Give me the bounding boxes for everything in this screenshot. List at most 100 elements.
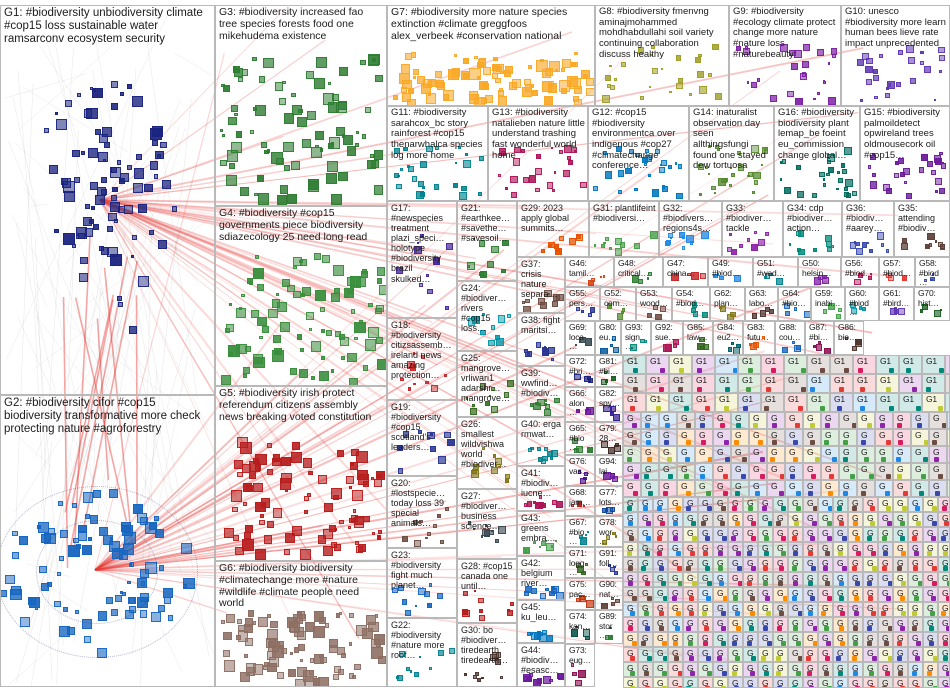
group-cell[interactable]: G…	[749, 446, 767, 463]
group-g19[interactable]: G19: #biodiversity #cop15 scotland's lea…	[387, 400, 457, 476]
group-cell[interactable]: G…	[698, 587, 713, 602]
group-cell[interactable]: G…	[908, 677, 923, 688]
group-cell[interactable]: G…	[638, 587, 653, 602]
group-cell[interactable]: G…	[929, 412, 947, 429]
group-cell[interactable]: G…	[908, 617, 923, 632]
group-cell[interactable]: G…	[848, 572, 863, 587]
group-cell[interactable]: G…	[659, 463, 677, 480]
group-cell[interactable]: G…	[857, 429, 875, 446]
group-cell[interactable]: G1…	[715, 374, 738, 393]
group-g20[interactable]: G20: #lostspecie… today loss 39 special …	[387, 476, 457, 548]
group-cell[interactable]: G…	[911, 412, 929, 429]
group-g33[interactable]: G33: #biodiver… tackle	[722, 201, 783, 257]
group-cell[interactable]: G1…	[899, 355, 922, 374]
group-cell[interactable]: G…	[803, 412, 821, 429]
group-cell[interactable]: G…	[857, 412, 875, 429]
group-g86[interactable]: G86: bio…	[834, 321, 864, 355]
group-cell[interactable]: G…	[938, 542, 950, 557]
group-cell[interactable]: G…	[938, 557, 950, 572]
group-cell[interactable]: G…	[878, 572, 893, 587]
group-cell[interactable]: G1…	[807, 393, 830, 412]
group-cell[interactable]: G…	[731, 429, 749, 446]
group-g24[interactable]: G24: #biodiver… rivers #cop15 loss…	[457, 281, 517, 351]
group-g63[interactable]: G63: labo…	[745, 287, 778, 321]
group-g67[interactable]: G67: #bio…	[565, 516, 595, 547]
group-cell[interactable]: G…	[668, 527, 683, 542]
group-cell[interactable]: G…	[773, 557, 788, 572]
group-cell[interactable]: G…	[677, 480, 695, 497]
group-g28[interactable]: G28: #cop15 canada one until…	[457, 559, 517, 623]
group-cell[interactable]: G1…	[715, 355, 738, 374]
group-cell[interactable]: G…	[878, 602, 893, 617]
group-cell[interactable]: G…	[893, 480, 911, 497]
group-g32[interactable]: G32: #biodivers… regions4s…	[659, 201, 722, 257]
group-cell[interactable]: G…	[668, 587, 683, 602]
group-g83[interactable]: G83: futu…	[743, 321, 775, 355]
group-cell[interactable]: G…	[638, 617, 653, 632]
group-g55[interactable]: G55: pers…	[565, 287, 600, 321]
group-cell[interactable]: G…	[863, 527, 878, 542]
group-cell[interactable]: G…	[923, 572, 938, 587]
group-cell[interactable]: G…	[923, 512, 938, 527]
group-cell[interactable]: G…	[893, 542, 908, 557]
group-cell[interactable]: G…	[878, 527, 893, 542]
group-cell[interactable]: G…	[698, 497, 713, 512]
group-cell[interactable]: G…	[728, 557, 743, 572]
group-cell[interactable]: G…	[773, 662, 788, 677]
group-cell[interactable]: G…	[659, 480, 677, 497]
group-g53[interactable]: G53: wood…	[636, 287, 672, 321]
group-cell[interactable]: G…	[803, 429, 821, 446]
group-g40[interactable]: G40: erga rmwat…	[517, 417, 565, 466]
group-cell[interactable]: G…	[773, 632, 788, 647]
group-g92[interactable]: G92: sue…	[651, 321, 683, 355]
group-cell[interactable]: G…	[668, 617, 683, 632]
group-cell[interactable]: G1…	[738, 393, 761, 412]
group-cell[interactable]: G1…	[830, 355, 853, 374]
group-cell[interactable]: G1…	[623, 393, 646, 412]
group-cell[interactable]: G…	[728, 632, 743, 647]
group-cell[interactable]: G…	[818, 572, 833, 587]
group-g50[interactable]: G50: helsin…	[798, 257, 841, 287]
group-g21[interactable]: G21: #earthkee… #savethe… #savesoil…	[457, 201, 517, 281]
group-g41[interactable]: G41: #biodiv… iucne…	[517, 466, 565, 511]
group-cell[interactable]: G…	[788, 542, 803, 557]
group-cell[interactable]: G…	[923, 602, 938, 617]
group-cell[interactable]: G…	[653, 602, 668, 617]
group-cell[interactable]: G…	[653, 617, 668, 632]
group-g69[interactable]: G69: loca…	[565, 321, 595, 355]
group-cell[interactable]: G…	[713, 662, 728, 677]
group-cell[interactable]: G…	[803, 617, 818, 632]
group-cell[interactable]: G…	[923, 647, 938, 662]
group-cell[interactable]: G…	[683, 617, 698, 632]
group-g90[interactable]: G90: nat…	[595, 578, 623, 610]
group-cell[interactable]: G…	[758, 677, 773, 688]
group-cell[interactable]: G…	[677, 412, 695, 429]
group-cell[interactable]: G…	[803, 542, 818, 557]
group-cell[interactable]: G…	[893, 632, 908, 647]
group-g54[interactable]: G54: #biod…	[672, 287, 710, 321]
group-cell[interactable]: G1…	[761, 374, 784, 393]
group-cell[interactable]: G…	[773, 602, 788, 617]
group-cell[interactable]: G…	[713, 542, 728, 557]
group-cell[interactable]: G…	[767, 446, 785, 463]
group-cell[interactable]: G1…	[876, 355, 899, 374]
group-cell[interactable]: G…	[893, 572, 908, 587]
group-cell[interactable]: G…	[698, 617, 713, 632]
group-cell[interactable]: G…	[767, 412, 785, 429]
group-cell[interactable]: G…	[818, 662, 833, 677]
group-cell[interactable]: G…	[833, 557, 848, 572]
group-cell[interactable]: G1…	[669, 355, 692, 374]
group-cell[interactable]: G…	[731, 446, 749, 463]
group-cell[interactable]: G…	[683, 602, 698, 617]
group-cell[interactable]: G1…	[830, 374, 853, 393]
group-cell[interactable]: G1…	[738, 355, 761, 374]
group-g2[interactable]: G2: #biodiversity cifor #cop15 biodivers…	[0, 395, 215, 687]
group-cell[interactable]: G…	[773, 512, 788, 527]
group-cell[interactable]: G…	[863, 677, 878, 688]
group-g1[interactable]: G1: #biodiversity unbiodiversity climate…	[0, 5, 215, 395]
group-cell[interactable]: G…	[833, 617, 848, 632]
group-cell[interactable]: G…	[788, 557, 803, 572]
group-cell[interactable]: G…	[728, 542, 743, 557]
group-cell[interactable]: G…	[695, 463, 713, 480]
group-g47[interactable]: G47: china…	[663, 257, 708, 287]
